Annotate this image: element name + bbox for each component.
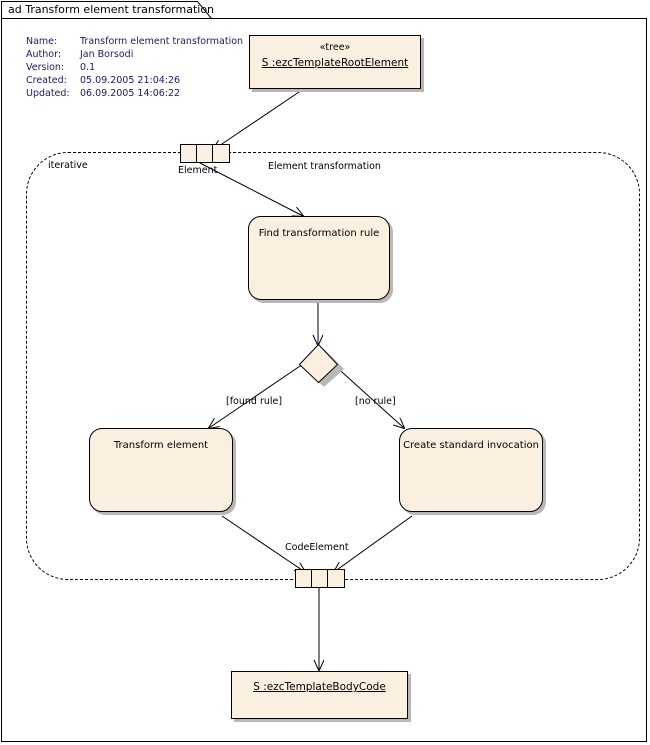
guard-found-rule: [found rule]	[226, 396, 283, 407]
metadata-key: Name:	[26, 36, 58, 47]
metadata-key: Updated:	[26, 88, 70, 99]
pin-cell	[197, 145, 213, 162]
metadata-row: Updated: 06.09.2005 14:06:22	[26, 88, 243, 101]
metadata-value: 06.09.2005 14:06:22	[80, 88, 181, 99]
action-label: Create standard invocation	[403, 440, 539, 451]
object-node-root[interactable]: «tree» S :ezcTemplateRootElement	[249, 35, 421, 89]
pin-code-element-label: CodeElement	[285, 542, 349, 553]
iterative-region-title: Element transformation	[268, 161, 381, 172]
diagram-frame-tab	[1, 1, 213, 20]
metadata-value: 05.09.2005 21:04:26	[80, 75, 181, 86]
object-name: S :ezcTemplateRootElement	[261, 57, 409, 69]
action-find-transformation-rule[interactable]: Find transformation rule	[248, 216, 390, 300]
metadata-row: Created: 05.09.2005 21:04:26	[26, 75, 243, 88]
pin-cell	[296, 570, 312, 587]
pin-cell	[213, 145, 229, 162]
action-create-standard-invocation[interactable]: Create standard invocation	[399, 428, 543, 512]
metadata-row: Name: Transform element transformation	[26, 36, 243, 49]
action-label: Transform element	[113, 440, 209, 451]
diagram-frame	[1, 18, 647, 742]
action-label: Find transformation rule	[258, 228, 380, 239]
metadata-key: Created:	[26, 75, 67, 86]
action-transform-element[interactable]: Transform element	[89, 428, 233, 512]
iterative-region-keyword: iterative	[48, 160, 88, 171]
metadata-value: Jan Borsodi	[80, 49, 134, 60]
pin-cell	[328, 570, 344, 587]
diagram-metadata: Name: Transform element transformation A…	[26, 36, 243, 101]
guard-no-rule: [no rule]	[355, 396, 396, 407]
pin-element[interactable]	[180, 144, 230, 163]
object-stereotype: «tree»	[319, 42, 351, 53]
pin-code-element[interactable]	[295, 569, 345, 588]
metadata-row: Version: 0.1	[26, 62, 243, 75]
metadata-key: Author:	[26, 49, 62, 60]
diagram-frame-label: ad Transform element transformation	[8, 3, 215, 16]
pin-cell	[312, 570, 328, 587]
object-node-body[interactable]: S :ezcTemplateBodyCode	[231, 671, 408, 719]
metadata-value: Transform element transformation	[80, 36, 244, 47]
decision-node[interactable]	[297, 343, 345, 387]
pin-element-label: Element	[178, 165, 218, 176]
metadata-row: Author: Jan Borsodi	[26, 49, 243, 62]
metadata-value: 0.1	[80, 62, 96, 73]
metadata-key: Version:	[26, 62, 65, 73]
pin-cell	[181, 145, 197, 162]
object-name: S :ezcTemplateBodyCode	[253, 681, 386, 693]
